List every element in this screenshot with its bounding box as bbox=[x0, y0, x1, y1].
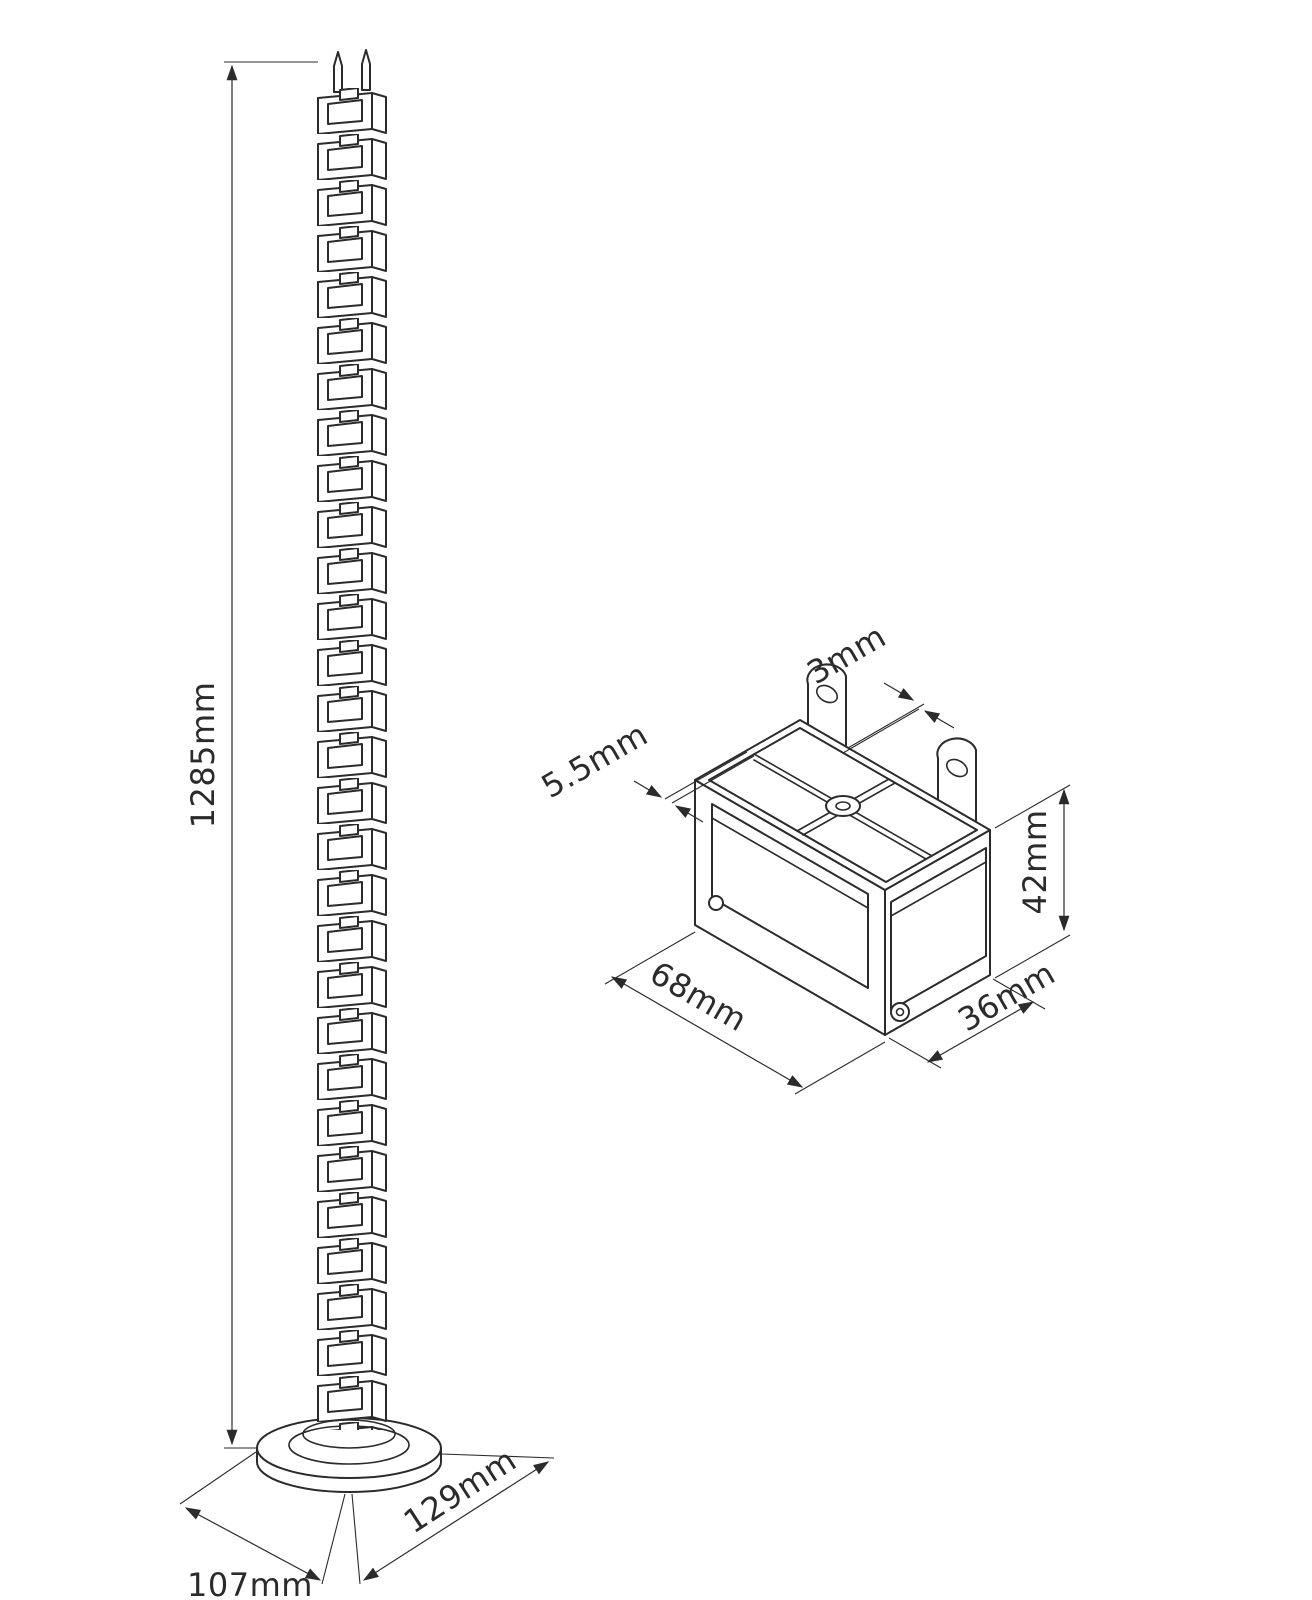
dim-height-42: 42mm bbox=[994, 784, 1071, 979]
front-clip-plate bbox=[711, 803, 869, 989]
dim-base-depth-107: 107mm bbox=[179, 1451, 346, 1600]
link-width-label: 68mm bbox=[644, 954, 754, 1039]
extension-line bbox=[794, 1041, 886, 1095]
extension-line bbox=[888, 1037, 942, 1069]
dim-height-1285: 1285mm bbox=[184, 61, 318, 1449]
extension-line bbox=[351, 1493, 361, 1585]
extension-line bbox=[994, 784, 1071, 829]
extension-line bbox=[179, 1451, 257, 1505]
slot-thickness-label: 5.5mm bbox=[535, 715, 654, 806]
mount-tab bbox=[806, 663, 847, 749]
mount-tab bbox=[936, 737, 977, 823]
clip-curl-inner-icon bbox=[895, 1007, 905, 1017]
dimension-arrow bbox=[633, 780, 663, 798]
clip-curl-icon bbox=[890, 1002, 910, 1022]
dimension-arrow bbox=[883, 682, 915, 701]
clip-fold-line bbox=[890, 861, 987, 917]
clip-fold-line bbox=[711, 817, 869, 909]
link-detail-figure: 3mm 5.5mm 68mm 36mm 4 bbox=[535, 617, 1071, 1095]
extension-line bbox=[992, 978, 1046, 1010]
extension-line bbox=[671, 755, 755, 804]
extension-line bbox=[664, 751, 748, 800]
clip-curl-icon bbox=[708, 895, 724, 911]
extension-line bbox=[604, 931, 696, 985]
dimension-arrow bbox=[674, 805, 704, 823]
cable-spine-chain bbox=[310, 88, 388, 1430]
extension-line bbox=[994, 934, 1071, 979]
dimension-arrow bbox=[923, 710, 955, 729]
center-hole-inner-icon bbox=[835, 801, 851, 811]
dimension-line bbox=[362, 1461, 550, 1581]
link-height-label: 42mm bbox=[1016, 809, 1054, 914]
link-tabs bbox=[806, 663, 977, 823]
extension-line bbox=[441, 1453, 555, 1459]
extension-line bbox=[842, 708, 920, 754]
spine-height-label: 1285mm bbox=[184, 682, 222, 829]
dimension-line bbox=[184, 1507, 322, 1581]
dimension-line bbox=[610, 976, 804, 1088]
pin-icon bbox=[333, 51, 343, 93]
pin-icon bbox=[361, 49, 371, 91]
side-clip-plate bbox=[890, 847, 987, 1011]
cable-spine-figure: 1285mm 107mm 129mm bbox=[179, 49, 555, 1600]
extension-line bbox=[321, 1493, 346, 1585]
tab-hole-icon bbox=[945, 758, 969, 778]
base-depth-label: 107mm bbox=[187, 1566, 313, 1600]
dimension-line bbox=[926, 1001, 1035, 1063]
tab-hole-icon bbox=[815, 684, 839, 704]
center-hole-icon bbox=[825, 795, 861, 817]
spine-top-pins bbox=[333, 49, 371, 93]
extension-line bbox=[847, 703, 925, 749]
link-clips bbox=[708, 803, 987, 1022]
